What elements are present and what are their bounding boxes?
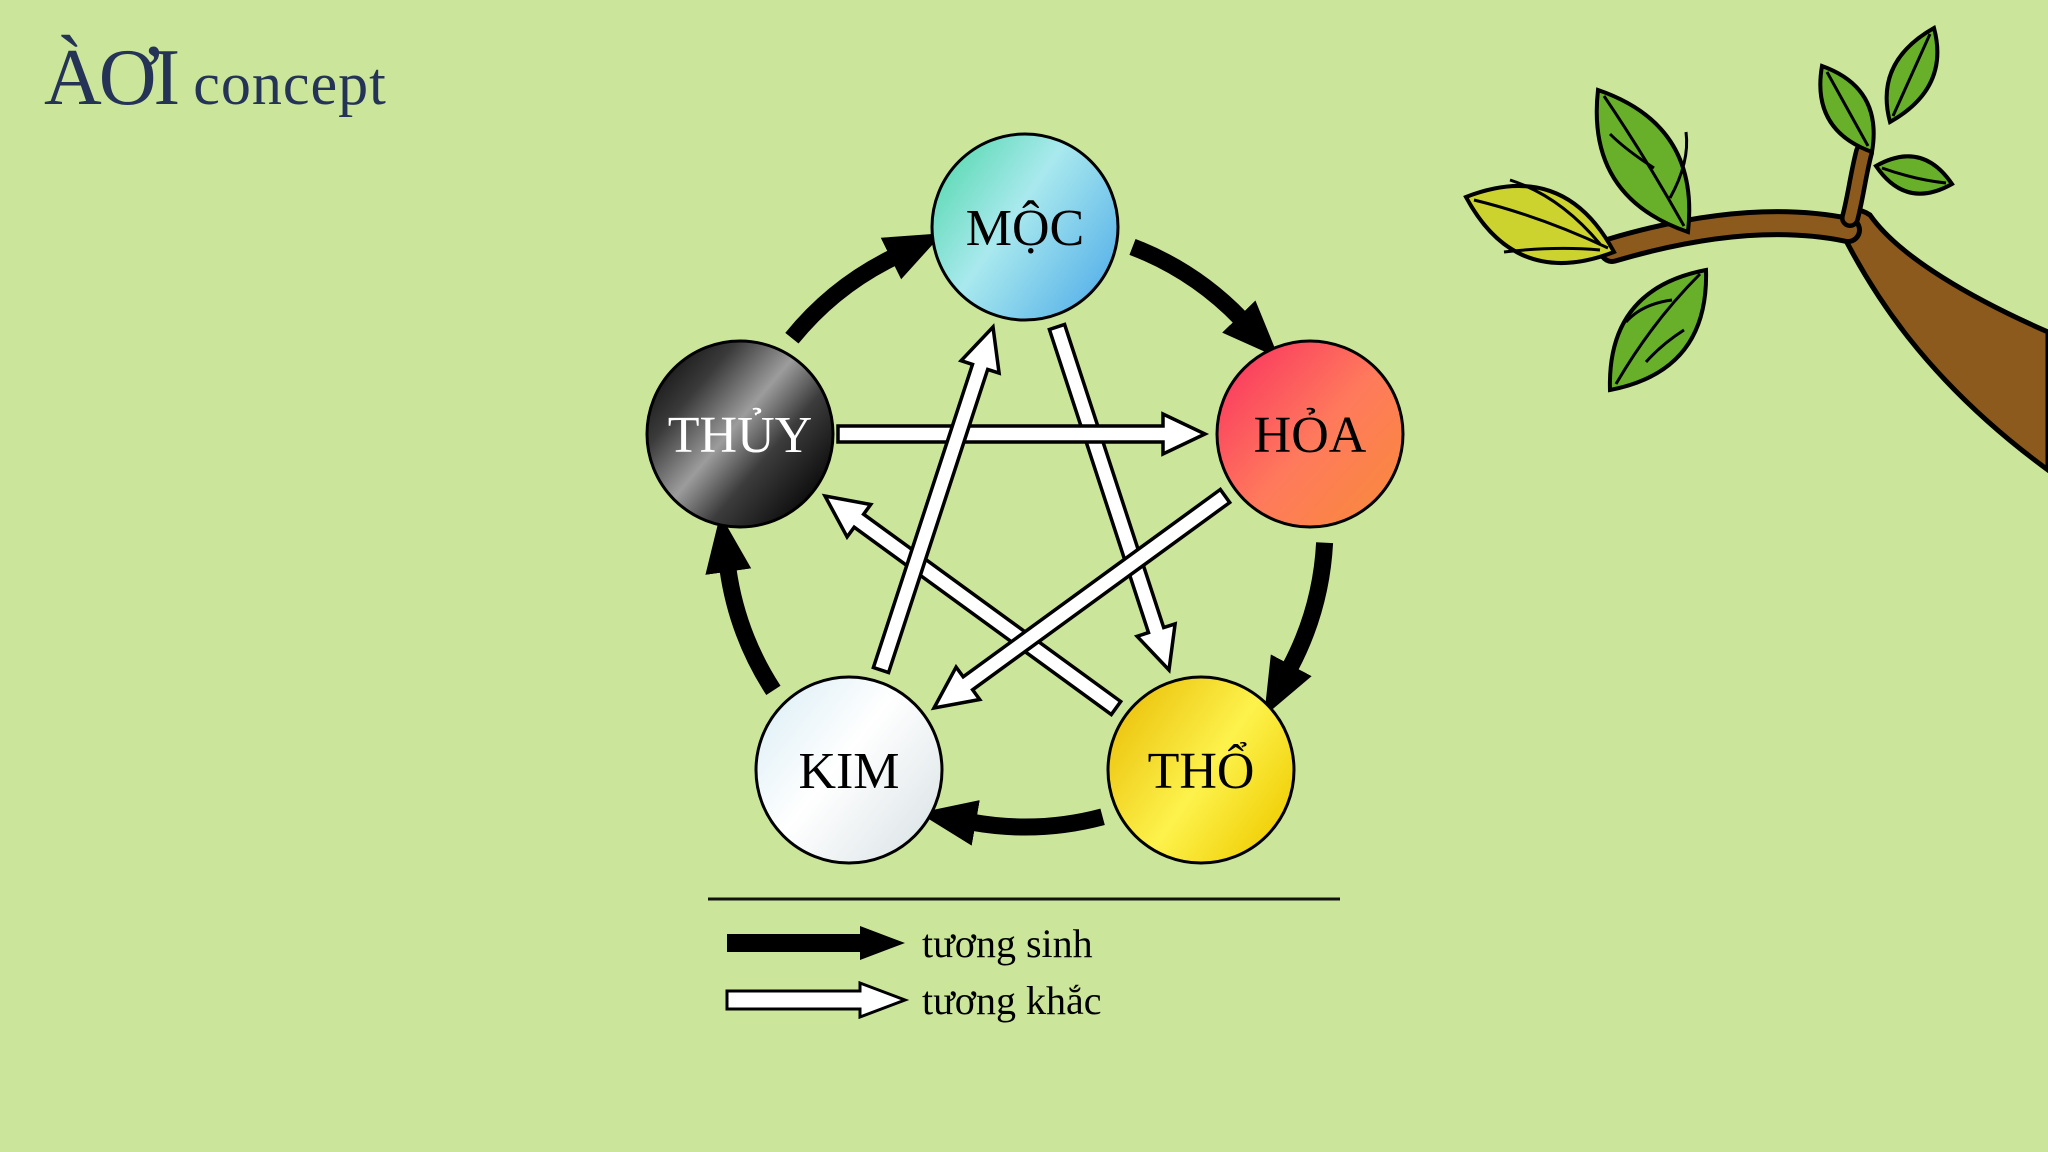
node-kim-circle	[754, 675, 944, 865]
node-tho-label: THỔ	[1148, 740, 1255, 800]
tree-branch-illustration	[1463, 24, 2048, 474]
overcoming-arrow-hoa-to-kim	[930, 487, 1233, 711]
element-nodes: MỘC HỎA THỔ KIM THỦY	[645, 132, 1405, 865]
legend-overcoming-label: tương khắc	[922, 978, 1101, 1023]
branch-limb-fill	[1603, 214, 1857, 259]
generating-arrow-moc-to-hoa	[1129, 238, 1279, 359]
leaf-small-top-right	[1884, 24, 1940, 126]
legend-overcoming-arrow	[725, 980, 910, 1020]
node-kim: KIM	[754, 675, 944, 865]
leaf-yellow	[1463, 178, 1617, 266]
overcoming-arrow-moc-to-tho	[1047, 322, 1178, 674]
leaf-small-right	[1873, 154, 1955, 196]
generating-arrow-thuy-to-moc	[785, 233, 943, 344]
brand-logo-text: concept	[193, 51, 387, 117]
node-kim-label: KIM	[798, 743, 899, 800]
generating-cycle-arrows	[705, 233, 1334, 846]
node-hoa: HỎA	[1215, 339, 1405, 529]
node-tho-circle	[1106, 675, 1296, 865]
node-moc: MỘC	[930, 132, 1120, 322]
brand-logo: ÀƠI concept	[44, 34, 387, 122]
node-moc-circle	[930, 132, 1120, 322]
node-thuy-label: THỦY	[668, 407, 812, 464]
leaf-green-lower	[1607, 267, 1709, 393]
leaf-small-top-left	[1818, 63, 1876, 155]
overcoming-arrow-kim-to-moc	[871, 323, 1002, 675]
brand-logo-mark: ÀƠI	[44, 34, 180, 122]
legend-generating-arrow	[727, 926, 905, 960]
leaf-green-upper	[1594, 87, 1692, 235]
node-moc-label: MỘC	[966, 199, 1084, 257]
generating-arrow-kim-to-thuy	[705, 514, 781, 696]
node-thuy: THỦY	[645, 339, 835, 529]
branch-trunk	[1835, 207, 2048, 474]
legend: tương sinh tương khắc	[708, 897, 1340, 1023]
node-hoa-circle	[1215, 339, 1405, 529]
node-tho: THỔ	[1106, 675, 1296, 865]
overcoming-cycle-arrows	[821, 322, 1233, 717]
overcoming-arrow-thuy-to-hoa	[836, 411, 1210, 457]
legend-generating-label: tương sinh	[922, 921, 1093, 966]
generating-arrow-hoa-to-tho	[1264, 542, 1334, 717]
generating-arrow-tho-to-kim	[918, 800, 1105, 846]
overcoming-arrow-tho-to-thuy	[821, 493, 1124, 717]
node-hoa-label: HỎA	[1254, 407, 1367, 464]
node-thuy-circle	[645, 339, 835, 529]
branch-stub-fill	[1844, 146, 1870, 224]
